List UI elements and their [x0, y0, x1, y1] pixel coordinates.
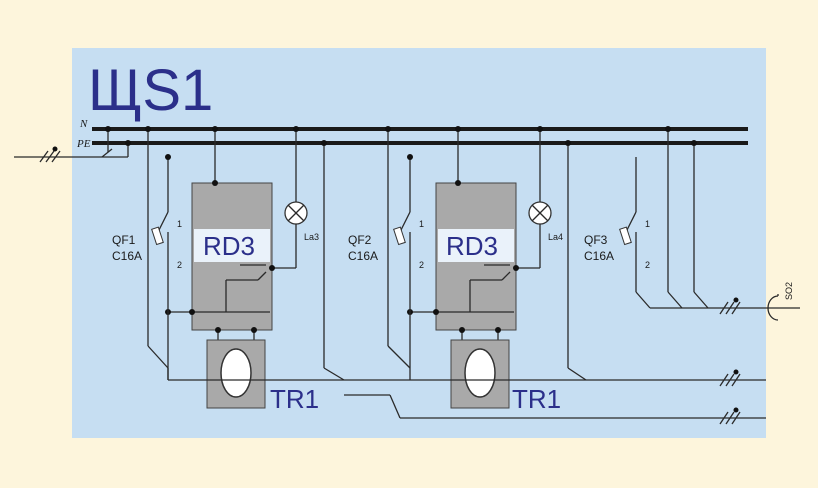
- breaker-2-name: QF2: [348, 233, 372, 247]
- breaker-1-pin1: 1: [177, 219, 182, 229]
- breaker-1-pin2: 2: [177, 260, 182, 270]
- relay-1-label-area: [194, 229, 270, 262]
- lamp-1-label: La3: [304, 232, 319, 242]
- sensor-2-icon: [464, 348, 496, 398]
- panel-title: ЩS1: [88, 58, 213, 123]
- breaker-3-branch: QF3 C16A 1 2: [584, 126, 766, 315]
- sensor-2-label: TR1: [512, 384, 561, 414]
- breaker-2-rating: C16A: [348, 249, 378, 263]
- sensor-1-icon: [220, 348, 252, 398]
- bus-bars: N PE: [76, 118, 748, 150]
- breaker-1-rating: C16A: [112, 249, 142, 263]
- lamp-2-label: La4: [548, 232, 563, 242]
- unit-2: RD3 La4 QF2 C16A 1 2 TR1: [348, 126, 563, 414]
- sensor-1-label: TR1: [270, 384, 319, 414]
- outlet-so2: SO2: [766, 282, 800, 321]
- incoming-feeder: [14, 126, 169, 380]
- breaker-2-pin2: 2: [419, 260, 424, 270]
- breaker-3-pin2: 2: [645, 260, 650, 270]
- relay-1-label: RD3: [203, 231, 255, 261]
- unit-1: RD3 La3 QF1 C16A 1 2 TR1: [112, 126, 319, 414]
- breaker-3-name: QF3: [584, 233, 608, 247]
- outlet-label: SO2: [784, 282, 794, 300]
- breaker-3-pin1: 1: [645, 219, 650, 229]
- relay-2-label-area: [438, 229, 514, 262]
- output-wiring: [168, 126, 766, 425]
- panel-background: [72, 48, 766, 438]
- neutral-label: N: [79, 118, 88, 130]
- relay-2-label: RD3: [446, 231, 498, 261]
- pe-label: PE: [76, 138, 91, 150]
- breaker-1-name: QF1: [112, 233, 136, 247]
- breaker-3-rating: C16A: [584, 249, 614, 263]
- breaker-2-pin1: 1: [419, 219, 424, 229]
